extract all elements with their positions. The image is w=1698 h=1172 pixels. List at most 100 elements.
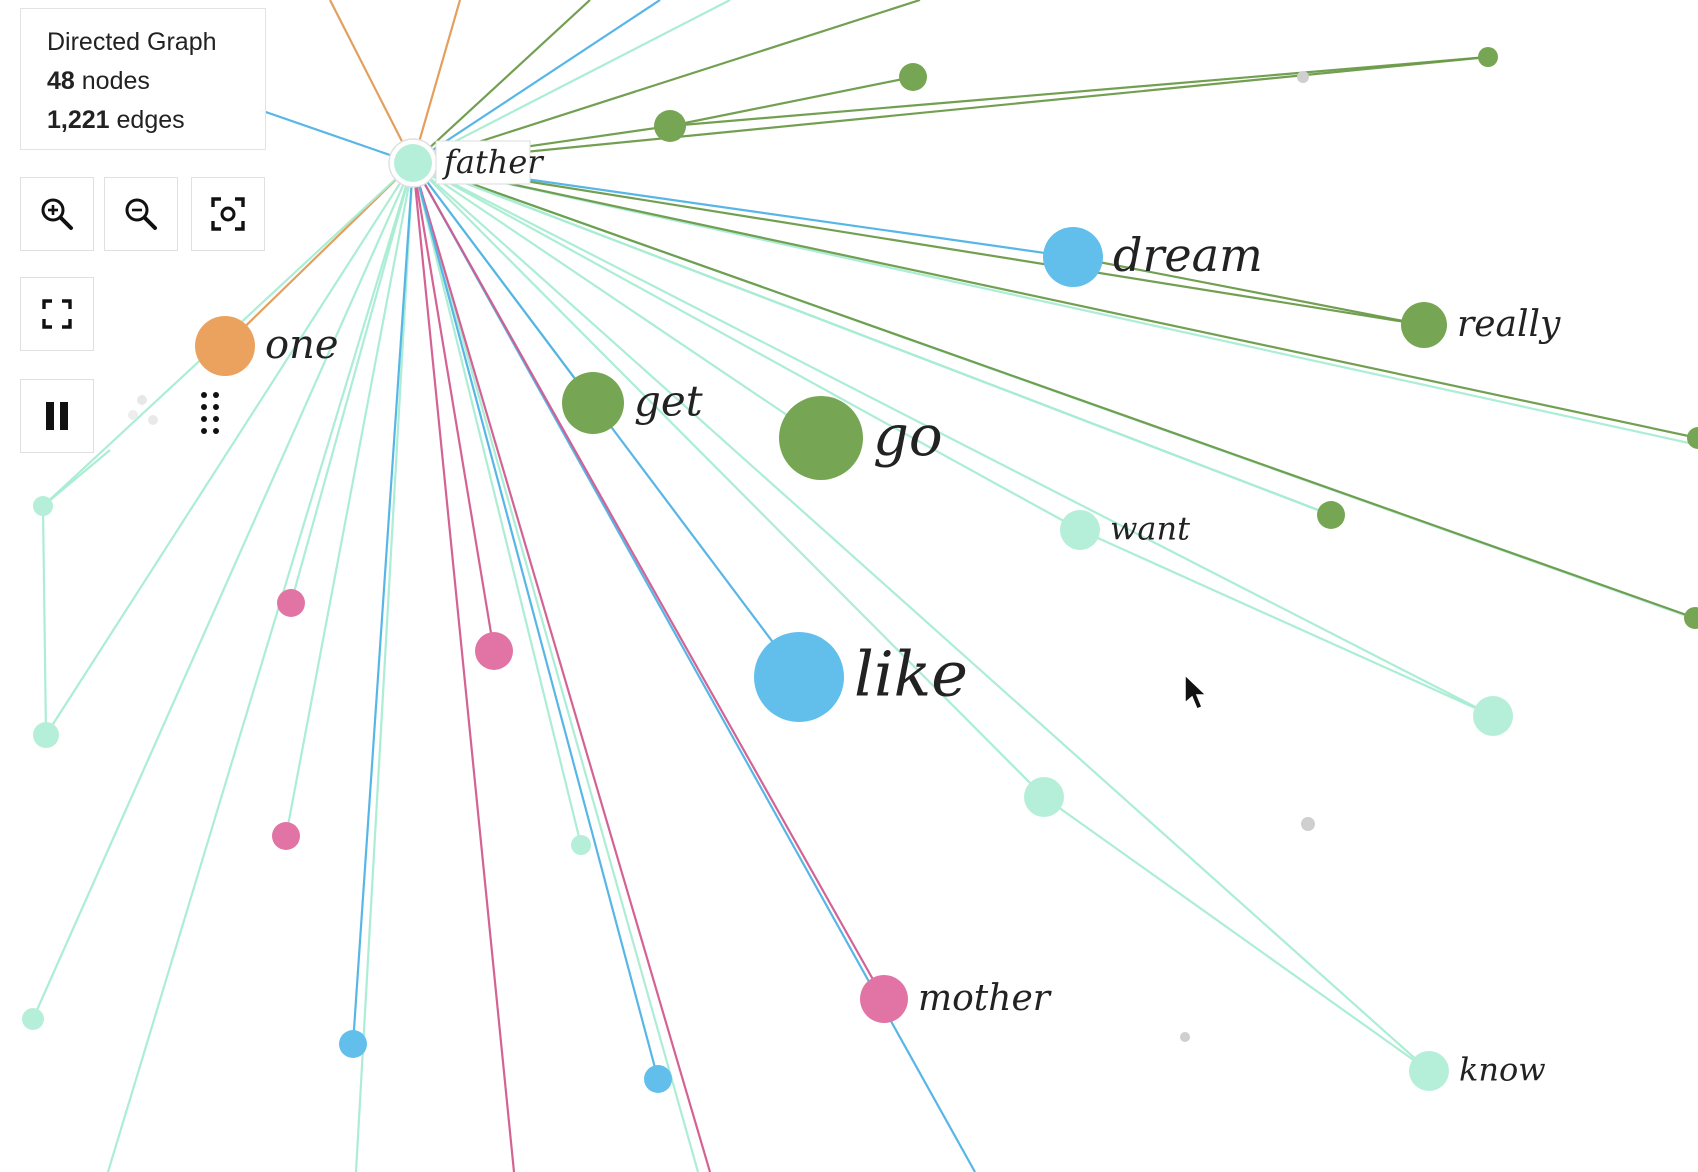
node-label-get: get bbox=[634, 377, 703, 426]
drag-handle-icon[interactable] bbox=[198, 390, 224, 438]
node-mother[interactable] bbox=[860, 975, 908, 1023]
node-really[interactable] bbox=[1401, 302, 1447, 348]
graph-edge bbox=[412, 162, 1081, 531]
label-layer: dream really one get go want like mother know fat… bbox=[265, 138, 1561, 1089]
zoom-in-button[interactable] bbox=[20, 177, 94, 251]
graph-edge bbox=[412, 0, 731, 164]
fullscreen-icon bbox=[42, 299, 72, 329]
graph-edge bbox=[411, 162, 496, 652]
graph-node[interactable] bbox=[33, 496, 53, 516]
graph-edge bbox=[31, 162, 415, 1020]
graph-node[interactable] bbox=[22, 1008, 44, 1030]
graph-node[interactable] bbox=[339, 1030, 367, 1058]
node-dream[interactable] bbox=[1043, 227, 1103, 287]
edge-layer bbox=[31, 0, 1698, 1172]
graph-edge bbox=[412, 161, 1425, 327]
graph-edge bbox=[412, 161, 1698, 447]
node-label-want: want bbox=[1110, 510, 1190, 548]
node-label-like: like bbox=[854, 638, 968, 711]
graph-edge bbox=[412, 162, 822, 439]
graph-node[interactable] bbox=[272, 822, 300, 850]
node-label-go: go bbox=[873, 404, 943, 469]
graph-edge bbox=[351, 162, 415, 1045]
edge-count: 1,221 bbox=[47, 106, 110, 134]
graph-edge bbox=[354, 162, 415, 1172]
node-layer bbox=[22, 47, 1698, 1093]
graph-edge bbox=[41, 505, 48, 736]
graph-edge bbox=[412, 161, 1696, 620]
graph-node[interactable] bbox=[571, 835, 591, 855]
graph-title: Directed Graph bbox=[47, 28, 217, 56]
graph-node[interactable] bbox=[33, 722, 59, 748]
graph-node[interactable] bbox=[644, 1065, 672, 1093]
graph-node[interactable] bbox=[1473, 696, 1513, 736]
node-count-label: nodes bbox=[81, 67, 150, 95]
graph-edge bbox=[106, 162, 415, 1172]
graph-edge bbox=[412, 0, 591, 164]
graph-node[interactable] bbox=[899, 63, 927, 91]
graph-edge bbox=[412, 162, 1494, 717]
focus-button[interactable] bbox=[191, 177, 265, 251]
graph-edge bbox=[45, 162, 414, 736]
pause-icon bbox=[46, 402, 68, 430]
graph-node[interactable] bbox=[654, 110, 686, 142]
graph-node[interactable] bbox=[1024, 777, 1064, 817]
node-want[interactable] bbox=[1060, 510, 1100, 550]
node-one[interactable] bbox=[195, 316, 255, 376]
graph-edge bbox=[412, 55, 1489, 165]
node-label-really: really bbox=[1457, 304, 1561, 345]
node-label-one: one bbox=[265, 322, 339, 368]
node-label-dream: dream bbox=[1113, 228, 1263, 282]
zoom-out-icon bbox=[125, 198, 157, 230]
graph-node[interactable] bbox=[1180, 1032, 1190, 1042]
graph-edge bbox=[412, 161, 1332, 517]
graph-edge bbox=[412, 161, 1698, 440]
node-label-father: father bbox=[442, 143, 544, 181]
edge-count-label: edges bbox=[116, 106, 185, 134]
graph-node[interactable] bbox=[1684, 607, 1698, 629]
graph-node[interactable] bbox=[1297, 71, 1309, 83]
node-know[interactable] bbox=[1409, 1051, 1449, 1091]
graph-edge bbox=[412, 0, 661, 164]
graph-info-panel: Directed Graph 48 nodes 1,221 edges bbox=[20, 8, 266, 150]
node-get[interactable] bbox=[562, 372, 624, 434]
graph-node[interactable] bbox=[1301, 817, 1315, 831]
graph-edge bbox=[669, 75, 914, 128]
graph-node[interactable] bbox=[1687, 427, 1698, 449]
graph-edge bbox=[259, 108, 414, 165]
focus-icon bbox=[211, 197, 245, 231]
graph-edge bbox=[284, 162, 415, 837]
graph-edge bbox=[329, 0, 414, 164]
node-father[interactable] bbox=[394, 144, 432, 182]
edge-count-line: 1,221 edges bbox=[47, 101, 265, 140]
node-label-mother: mother bbox=[918, 978, 1052, 1019]
graph-edge bbox=[411, 0, 462, 164]
fullscreen-button[interactable] bbox=[20, 277, 94, 351]
graph-edge bbox=[411, 162, 660, 1080]
graph-edge bbox=[669, 55, 1489, 128]
graph-node[interactable] bbox=[277, 589, 305, 617]
graph-edge bbox=[412, 0, 921, 165]
node-label-know: know bbox=[1459, 1051, 1546, 1089]
graph-node[interactable] bbox=[475, 632, 513, 670]
cursor-icon bbox=[1184, 673, 1208, 710]
node-count: 48 bbox=[47, 67, 75, 95]
graph-edge bbox=[289, 162, 415, 604]
graph-node[interactable] bbox=[1478, 47, 1498, 67]
graph-edge bbox=[1079, 528, 1494, 718]
graph-edge bbox=[411, 162, 700, 1172]
graph-edge bbox=[412, 162, 1430, 1072]
graph-edge bbox=[412, 162, 1045, 798]
zoom-in-icon bbox=[41, 198, 73, 230]
graph-edge bbox=[1043, 796, 1430, 1072]
graph-edge bbox=[411, 162, 583, 846]
pause-button[interactable] bbox=[20, 379, 94, 453]
node-go[interactable] bbox=[779, 396, 863, 480]
loading-spinner-icon bbox=[128, 395, 158, 425]
graph-node[interactable] bbox=[1317, 501, 1345, 529]
zoom-out-button[interactable] bbox=[104, 177, 178, 251]
graph-edge bbox=[411, 162, 516, 1172]
graph-edge bbox=[412, 162, 885, 1000]
node-like[interactable] bbox=[754, 632, 844, 722]
